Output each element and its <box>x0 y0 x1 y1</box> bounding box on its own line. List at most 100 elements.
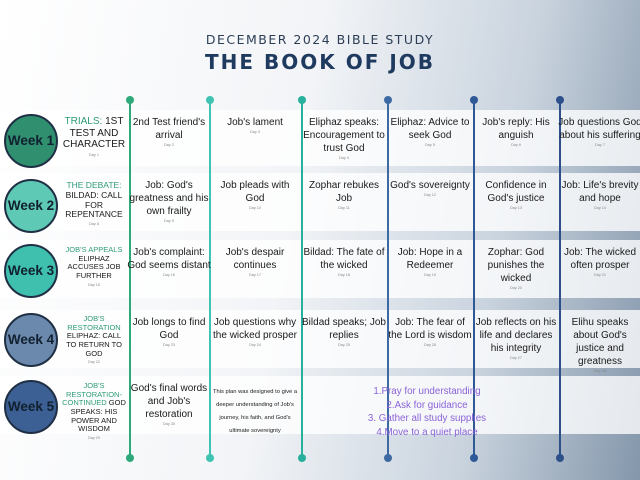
day-label: Day 12 <box>423 193 437 197</box>
day-label: Day 6 <box>511 143 521 147</box>
week-badge: Week 2 <box>4 179 58 233</box>
timeline-line <box>301 100 303 458</box>
day-label: Day 18 <box>337 273 351 277</box>
prep-list: 1.Pray for understanding 2.Ask for guida… <box>352 385 502 440</box>
day-label: Day 14 <box>593 206 607 210</box>
day-reading: God's sovereignty <box>390 180 470 191</box>
day-label: Day 15 <box>87 282 101 287</box>
week-theme-heading: TRIALS: <box>64 116 106 127</box>
day-label: Day 27 <box>509 356 523 360</box>
day-label: Day 25 <box>337 343 351 347</box>
day-reading: God's final words and Job's restoration <box>130 383 208 420</box>
timeline-dot <box>556 96 564 104</box>
timeline-dot <box>298 96 306 104</box>
day-label: Day 2 <box>164 143 174 147</box>
timeline-dot <box>556 454 564 462</box>
day-reading: Zophar rebukes Job <box>308 180 380 204</box>
day-reading: Job's reply: His anguish <box>482 117 550 141</box>
timeline-dot <box>384 454 392 462</box>
day-label: Day 8 <box>89 222 99 227</box>
day-reading: Job: Life's brevity and hope <box>561 180 639 204</box>
week-theme: THE DEBATE: BILDAD: CALL FOR REPENTANCE D… <box>62 180 126 227</box>
day-reading: Job pleads with God <box>220 180 290 204</box>
day-reading: Job's complaint: God seems distant <box>127 247 211 271</box>
day-cell: Job reflects on his life and declares hi… <box>474 316 558 361</box>
day-cell: Eliphaz speaks: Encouragement to trust G… <box>302 116 386 161</box>
day-label: Day 16 <box>162 273 176 277</box>
week-badge: Week 3 <box>4 244 58 298</box>
timeline-dot <box>206 96 214 104</box>
day-label: Day 1 <box>89 152 99 157</box>
week-theme-heading: JOB'S RESTORATION <box>67 314 121 332</box>
timeline-dot <box>384 96 392 104</box>
day-label: Day 3 <box>250 130 260 134</box>
day-reading: Job: The wicked often prosper <box>563 247 637 271</box>
day-label: Day 26 <box>423 343 437 347</box>
day-reading: Eliphaz: Advice to seek God <box>390 117 470 141</box>
day-label: Day 29 <box>87 435 101 440</box>
timeline-line <box>559 100 561 458</box>
day-label: Day 10 <box>248 206 262 210</box>
prep-item: 2.Ask for guidance <box>386 399 468 411</box>
day-reading: Job's lament <box>227 117 283 128</box>
week-badge: Week 5 <box>4 380 58 434</box>
day-cell: Job: God's greatness and his own frailty… <box>127 179 211 224</box>
day-label: Day 7 <box>595 143 605 147</box>
week-row-band <box>0 110 640 166</box>
day-reading: Job questions God about his suffering <box>558 117 640 141</box>
day-label: Day 4 <box>339 156 349 160</box>
timeline-line <box>387 100 389 458</box>
day-label: Day 28 <box>593 369 607 373</box>
day-reading: Job: The fear of the Lord is wisdom <box>388 317 472 341</box>
day-reading: Zophar: God punishes the wicked <box>487 247 545 284</box>
day-label: Day 21 <box>593 273 607 277</box>
day-reading: Job: God's greatness and his own frailty <box>129 180 209 217</box>
day-reading: Job questions why the wicked prosper <box>213 317 297 341</box>
day-cell: Elihu speaks about God's justice and gre… <box>558 316 640 374</box>
day-reading: Elihu speaks about God's justice and gre… <box>571 317 629 367</box>
timeline-dot <box>206 454 214 462</box>
prep-item: 1.Pray for understanding <box>373 386 481 397</box>
week-theme: JOB'S APPEALS ELIPHAZ ACCUSES JOB FURTHE… <box>62 245 126 287</box>
day-reading: Job longs to find God <box>132 317 206 341</box>
week-row-band <box>0 310 640 368</box>
week-theme-text: BILDAD: CALL FOR REPENTANCE <box>65 189 123 220</box>
day-reading: 2nd Test friend's arrival <box>132 117 206 141</box>
week-theme-text: ELIPHAZ: CALL TO RETURN TO GOD <box>66 331 122 358</box>
day-reading: Job's despair continues <box>225 247 285 271</box>
week-theme-heading: JOB'S RESTORATION- CONTINUED <box>62 381 122 408</box>
timeline-line <box>473 100 475 458</box>
day-label: Day 19 <box>423 273 437 277</box>
timeline-line <box>129 100 131 458</box>
day-reading: Job reflects on his life and declares hi… <box>475 317 557 354</box>
week-theme-text: 1ST TEST AND CHARACTER <box>62 116 126 150</box>
prep-item: 4.Move to a quiet place <box>376 427 478 439</box>
day-label: Day 24 <box>248 343 262 347</box>
week-row-band <box>0 173 640 231</box>
timeline-dot <box>470 96 478 104</box>
prep-item: 3. Gather all study supplies <box>367 413 487 425</box>
week-theme-text: GOD SPEAKS: HIS POWER AND WISDOM <box>70 398 126 434</box>
timeline-dot <box>470 454 478 462</box>
day-label: Day 30 <box>162 422 176 426</box>
week-theme-heading: THE DEBATE: <box>66 180 122 190</box>
week-theme: TRIALS: 1ST TEST AND CHARACTER Day 1 <box>62 116 126 157</box>
